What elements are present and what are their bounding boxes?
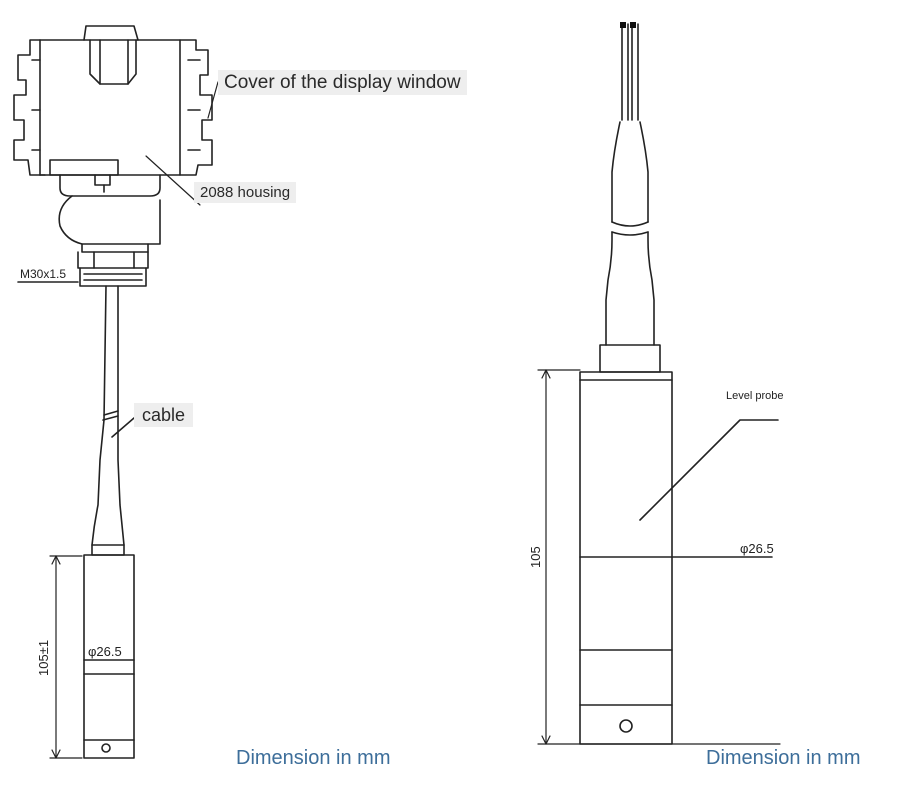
cable-callout: cable xyxy=(134,403,194,427)
left-length-dimension xyxy=(49,555,83,759)
level-probe-label: Level probe xyxy=(726,390,784,402)
right-level-probe xyxy=(579,22,779,745)
right-diameter-label: φ26.5 xyxy=(740,541,774,556)
left-dimension-caption: Dimension in mm xyxy=(236,747,391,769)
thread-label: M30x1.5 xyxy=(20,267,66,281)
right-length-label: 105 xyxy=(528,546,543,568)
transmitter-housing xyxy=(13,25,213,287)
right-length-dimension xyxy=(537,369,781,745)
cable xyxy=(91,285,125,546)
housing-callout: 2088 housing xyxy=(194,182,297,203)
left-length-label: 105±1 xyxy=(36,640,51,676)
left-level-probe xyxy=(83,544,135,759)
left-diameter-label: φ26.5 xyxy=(88,644,122,659)
display-cover-callout: Cover of the display window xyxy=(218,70,467,95)
right-dimension-caption: Dimension in mm xyxy=(706,747,861,769)
